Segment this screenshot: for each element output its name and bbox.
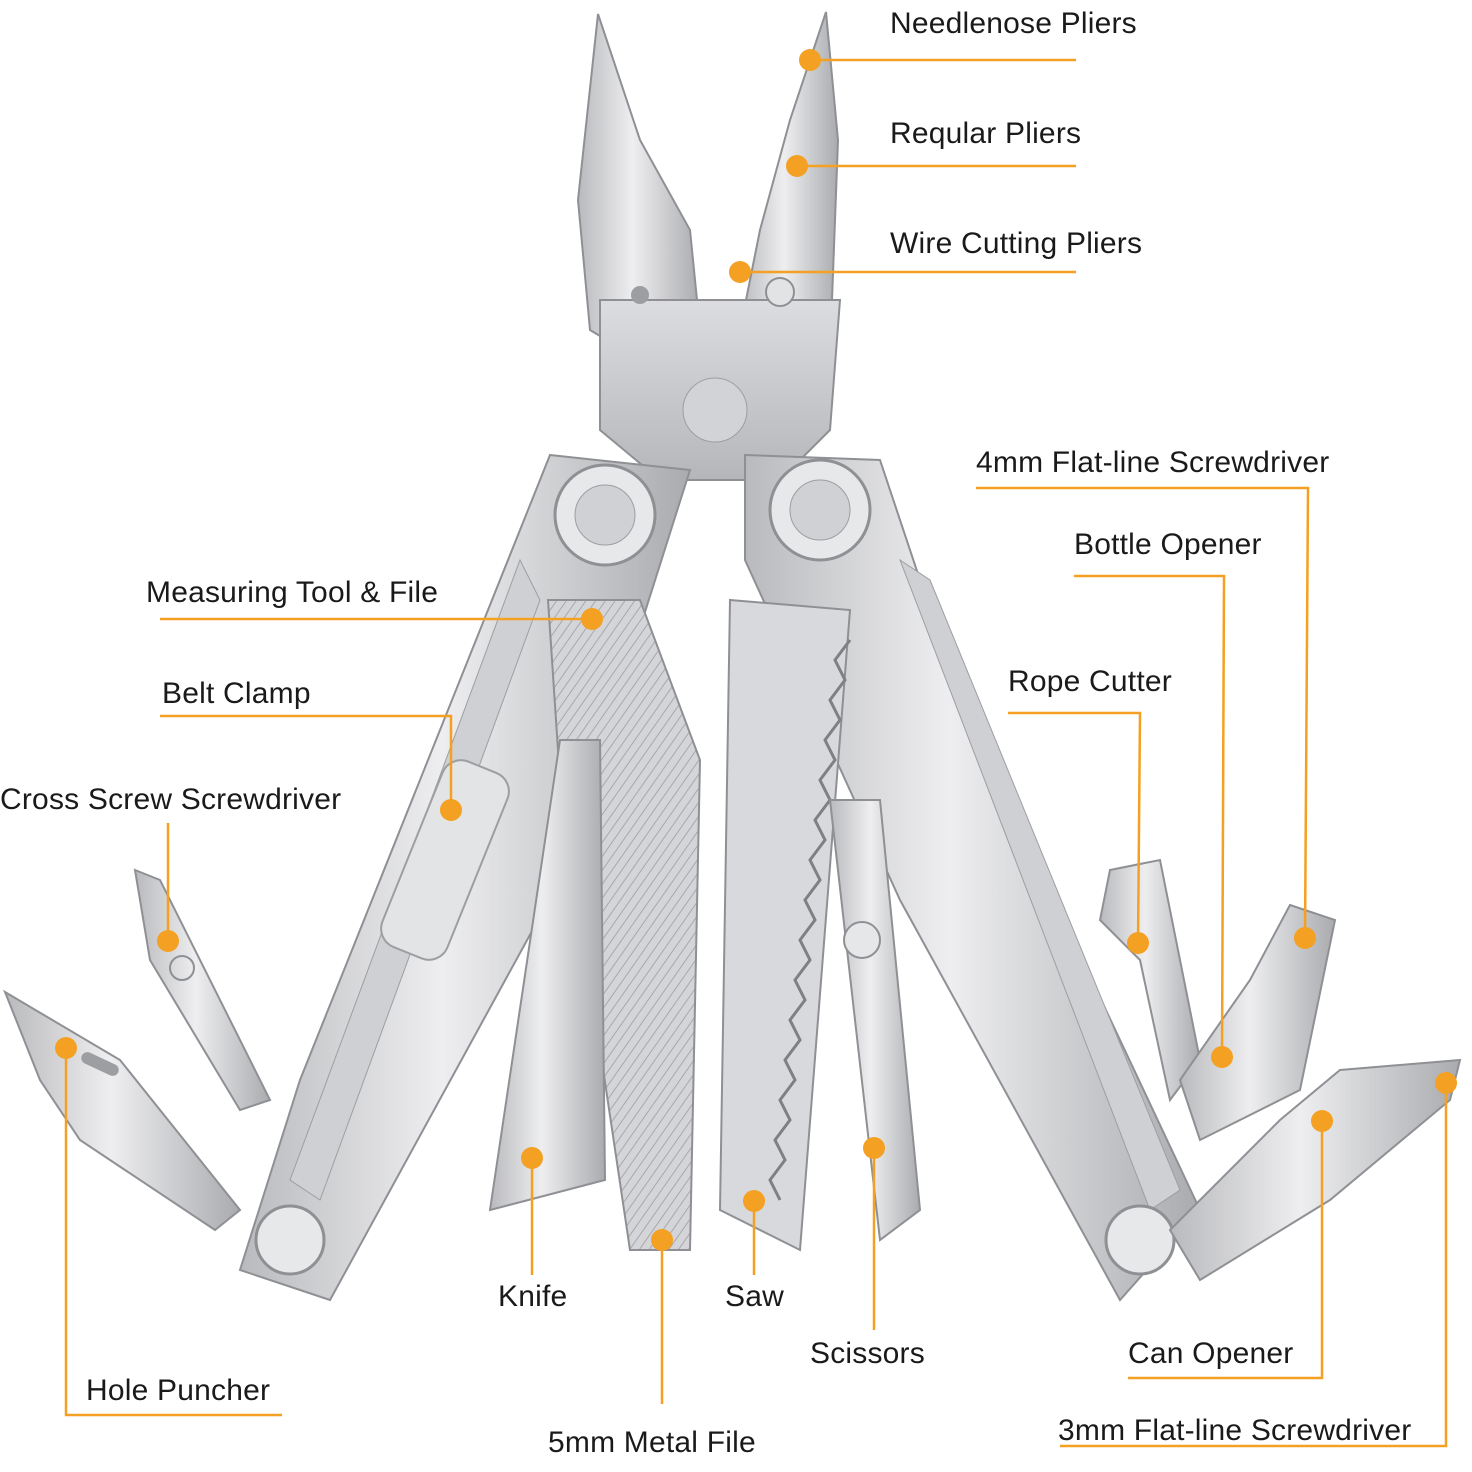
label-rope-cutter: Rope Cutter (1008, 665, 1172, 698)
label-cross-screw-screwdriver: Cross Screw Screwdriver (0, 783, 342, 816)
label-3mm-flat-screwdriver: 3mm Flat-line Screwdriver (1058, 1414, 1412, 1447)
saw-blade (718, 598, 852, 1252)
rope-cutter-tool (1098, 858, 1202, 1103)
callout-dots (55, 49, 1457, 1251)
pliers-jaws (576, 11, 842, 481)
scissors-blade (828, 799, 922, 1242)
bottle-opener-tool (1178, 903, 1337, 1142)
leader-lines (64, 58, 1448, 1448)
label-belt-clamp: Belt Clamp (162, 677, 311, 710)
label-scissors: Scissors (810, 1337, 925, 1370)
label-regular-pliers: Reqular Pliers (890, 117, 1082, 150)
label-knife: Knife (498, 1280, 568, 1313)
label-bottle-opener: Bottle Opener (1074, 528, 1262, 561)
knife-blade (488, 739, 607, 1212)
label-wire-cutting-pliers: Wire Cutting Pliers (890, 227, 1143, 260)
saw-teeth (768, 639, 852, 1201)
label-saw: Saw (725, 1280, 784, 1313)
label-4mm-flat-screwdriver: 4mm Flat-line Screwdriver (976, 446, 1330, 479)
right-handle (744, 453, 1202, 1302)
label-measuring-tool-file: Measuring Tool & File (146, 576, 439, 609)
cross-screwdriver-tool (133, 868, 272, 1112)
label-can-opener: Can Opener (1128, 1337, 1294, 1370)
label-hole-puncher: Hole Puncher (86, 1374, 271, 1407)
label-needlenose-pliers: Needlenose Pliers (890, 7, 1137, 40)
can-opener-tool (1168, 1058, 1462, 1282)
label-5mm-metal-file: 5mm Metal File (548, 1426, 756, 1459)
